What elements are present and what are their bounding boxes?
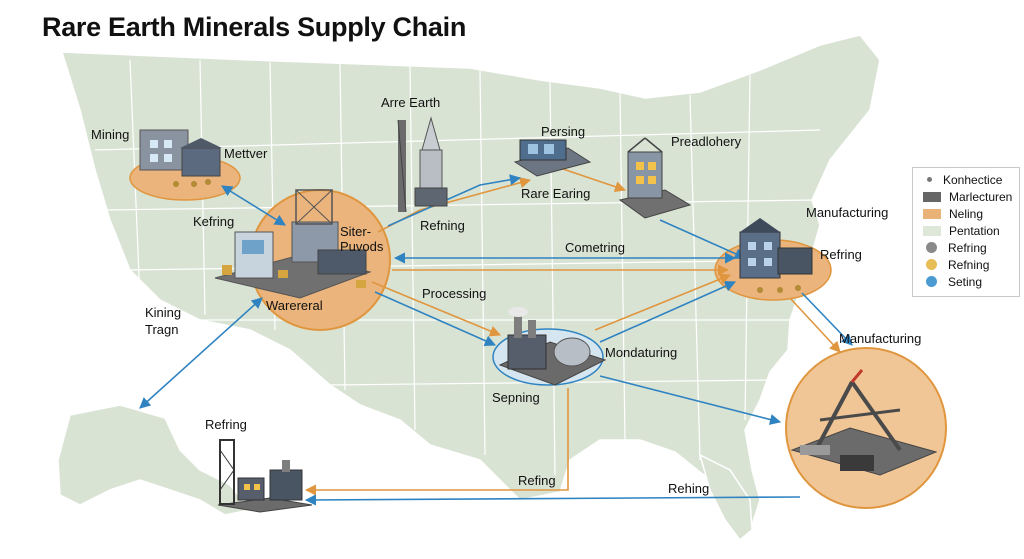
route-persing-preadlohery	[559, 167, 627, 193]
label-manufacturing-ne: Manufacturing	[806, 205, 889, 220]
legend-item: Pentation	[923, 223, 1000, 238]
label-refring-ak: Refring	[205, 417, 247, 432]
alaska	[57, 404, 252, 516]
circle-swatch-icon	[926, 242, 937, 253]
legend-item: Neling	[923, 206, 983, 221]
legend-item-label: Neling	[949, 206, 984, 221]
land-layer	[57, 34, 881, 542]
label-siter-puvods: Siter- Puvods	[340, 224, 384, 254]
label-warereral: Warereral	[266, 298, 323, 313]
route-east-manufacturing-blue	[801, 292, 853, 346]
route-south-east	[599, 280, 737, 343]
legend-item: Seting	[923, 274, 982, 289]
label-arre-earth: Arre Earth	[381, 95, 441, 110]
route-processing-south-orange	[371, 281, 502, 337]
route-hub-refining-top-blue	[387, 174, 522, 227]
facility-mining	[139, 129, 222, 187]
route-south-east-orange	[594, 273, 732, 331]
bar-swatch-icon	[923, 225, 941, 236]
facility-rare-earth	[397, 116, 448, 213]
route-south-manufacturing	[599, 375, 782, 425]
bar-swatch-icon	[923, 208, 941, 219]
label-mettver: Mettver	[224, 146, 268, 161]
facility-south-separation	[498, 307, 607, 386]
legend-item-label: Konhectice	[943, 172, 1003, 187]
label-refning-top: Refning	[420, 218, 465, 233]
facility-alaska-refinery	[217, 439, 313, 513]
route-mining-kefring	[221, 185, 286, 226]
legend-item: Konhectice	[923, 172, 1002, 187]
page-title: Rare Earth Minerals Supply Chain	[42, 12, 467, 42]
legend-item: Refring	[923, 240, 987, 255]
label-cometring: Cometring	[565, 240, 625, 255]
us-mainland	[60, 34, 881, 526]
route-refing-alaska	[304, 388, 569, 496]
legend-item-label: Refring	[948, 240, 987, 255]
label-preadlohery: Preadlohery	[671, 134, 742, 149]
label-kining-tragn: Kining Tragn	[145, 305, 182, 337]
route-rehing-alaska	[304, 494, 801, 506]
label-sepning: Sepning	[492, 390, 540, 405]
route-preadlohery-east	[659, 219, 747, 259]
legend-item: Refning	[923, 257, 989, 272]
label-rare-earing: Rare Earing	[521, 186, 591, 201]
dot-icon	[927, 177, 932, 182]
label-rehing: Rehing	[668, 481, 710, 496]
routes	[139, 167, 853, 506]
route-hub-south	[374, 291, 497, 347]
label-mondaturing: Mondaturing	[605, 345, 678, 360]
facility-persing	[513, 139, 592, 177]
label-refring-east: Refring	[820, 247, 862, 262]
facility-manufacturing-se	[790, 369, 938, 476]
circle-swatch-icon	[926, 276, 937, 287]
label-persing: Persing	[541, 124, 586, 139]
map-legend: Konhectice Marlecturen Neling Pentation …	[912, 167, 1020, 297]
legend-item: Marlecturen	[923, 189, 1012, 204]
hub-manufacturing-se	[785, 347, 947, 509]
legend-item-label: Seting	[948, 274, 983, 289]
label-processing: Processing	[422, 286, 487, 301]
label-kefring: Kefring	[193, 214, 235, 229]
route-east-manufacturing	[789, 297, 841, 353]
label-refing: Refing	[518, 473, 556, 488]
facility-preadlohery	[618, 137, 692, 219]
legend-item-label: Marlecturen	[949, 189, 1013, 204]
facility-east-refining	[739, 218, 813, 293]
bar-swatch-icon	[923, 191, 941, 202]
legend-item-label: Refning	[948, 257, 990, 272]
legend-item-label: Pentation	[949, 223, 1000, 238]
route-kining-tragn	[139, 297, 263, 409]
label-mining: Mining	[91, 127, 130, 142]
facility-central-processing	[214, 189, 372, 299]
circle-swatch-icon	[926, 259, 937, 270]
label-manufacturing-se: Manufacturing	[839, 331, 922, 346]
